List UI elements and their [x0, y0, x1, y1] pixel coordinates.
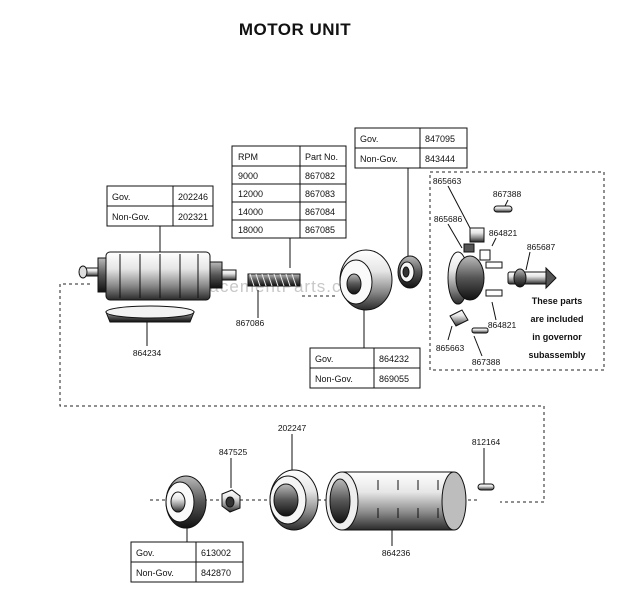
- table-bearing-top-r1-part: 847095: [425, 134, 455, 144]
- table-rpm-r3-rpm: 14000: [238, 207, 263, 217]
- table-end-bell-r2-part: 869055: [379, 374, 409, 384]
- label-spring: 867086: [236, 318, 265, 328]
- table-bearing-top: Gov. 847095 Non-Gov. 843444: [354, 127, 468, 169]
- label-gov-865687: 865687: [527, 242, 556, 252]
- table-armature-r1-part: 202246: [178, 192, 208, 202]
- nut-part: [221, 489, 241, 513]
- governor-parts: [447, 205, 557, 334]
- diagram-title: MOTOR UNIT: [238, 20, 352, 39]
- table-rpm-header-rpm: RPM: [238, 152, 258, 162]
- table-armature-r2-label: Non-Gov.: [112, 212, 150, 222]
- end-bell-part: [339, 249, 393, 311]
- label-gov-867388-top: 867388: [493, 189, 522, 199]
- label-armature-base: 864234: [133, 348, 162, 358]
- armature-assembly: [78, 251, 237, 301]
- pin-part: [477, 483, 495, 491]
- label-pin: 812164: [472, 437, 501, 447]
- label-gov-864821-bottom: 864821: [488, 320, 517, 330]
- label-nut: 847525: [219, 447, 248, 457]
- spring-part: [247, 273, 301, 287]
- label-gov-865663-bottom: 865663: [436, 343, 465, 353]
- governor-note: These parts are included in governor sub…: [528, 296, 585, 360]
- bearing-top-part: [397, 255, 423, 289]
- table-bearing-bottom: Gov. 613002 Non-Gov. 842870: [130, 541, 244, 583]
- table-rpm-r3-part: 867084: [305, 207, 335, 217]
- table-armature: Gov. 202246 Non-Gov. 202321: [106, 185, 214, 227]
- table-bearing-bottom-r2-part: 842870: [201, 568, 231, 578]
- table-bearing-bottom-r1-label: Gov.: [136, 548, 154, 558]
- table-rpm-r4-part: 867085: [305, 225, 335, 235]
- table-armature-r1-label: Gov.: [112, 192, 130, 202]
- table-end-bell-r1-label: Gov.: [315, 354, 333, 364]
- label-gov-864821-top: 864821: [489, 228, 518, 238]
- governor-note-line-2: are included: [530, 314, 583, 324]
- ring-part: [269, 469, 319, 531]
- label-gov-865686: 865686: [434, 214, 463, 224]
- label-ring: 202247: [278, 423, 307, 433]
- table-end-bell: Gov. 864232 Non-Gov. 869055: [309, 347, 421, 389]
- table-bearing-top-r2-label: Non-Gov.: [360, 154, 398, 164]
- housing-part: [325, 471, 467, 531]
- bearing-bottom-part: [165, 475, 207, 529]
- label-housing: 864236: [382, 548, 411, 558]
- table-bearing-top-r2-part: 843444: [425, 154, 455, 164]
- table-armature-r2-part: 202321: [178, 212, 208, 222]
- table-bearing-bottom-r2-label: Non-Gov.: [136, 568, 174, 578]
- table-rpm: RPM Part No. 9000 867082 12000 867083 14…: [231, 145, 347, 239]
- table-bearing-bottom-r1-part: 613002: [201, 548, 231, 558]
- table-rpm-r4-rpm: 18000: [238, 225, 263, 235]
- table-rpm-r2-part: 867083: [305, 189, 335, 199]
- label-gov-867388-bottom: 867388: [472, 357, 501, 367]
- table-rpm-r1-part: 867082: [305, 171, 335, 181]
- table-rpm-r2-rpm: 12000: [238, 189, 263, 199]
- table-rpm-r1-rpm: 9000: [238, 171, 258, 181]
- table-bearing-top-r1-label: Gov.: [360, 134, 378, 144]
- part-number-labels: 864234 867086 865663 867388 865686 86482…: [133, 176, 556, 558]
- table-rpm-header-part: Part No.: [305, 152, 338, 162]
- table-end-bell-r1-part: 864232: [379, 354, 409, 364]
- armature-base-plate: [105, 305, 195, 323]
- governor-note-line-4: subassembly: [528, 350, 585, 360]
- governor-note-line-1: These parts: [532, 296, 583, 306]
- governor-note-line-3: in governor: [532, 332, 582, 342]
- label-gov-865663-top: 865663: [433, 176, 462, 186]
- table-end-bell-r2-label: Non-Gov.: [315, 374, 353, 384]
